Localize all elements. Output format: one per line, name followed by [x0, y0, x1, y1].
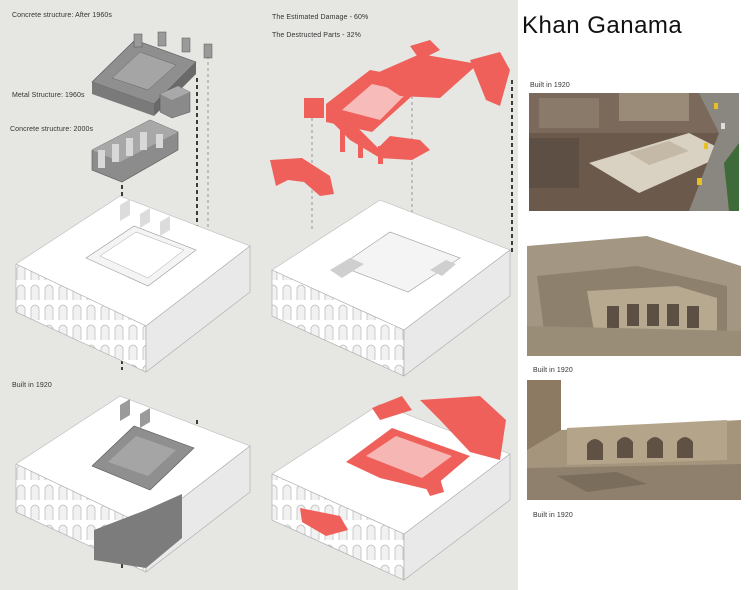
label-estimated-damage: The Estimated Damage - 60%: [272, 14, 369, 21]
photo-ruins-exterior: [527, 236, 741, 356]
label-concrete-after-1960s: Concrete structure: After 1960s: [12, 12, 112, 19]
metal-structure-1960s: [159, 85, 191, 119]
photo-caption-2: Built in 1920: [533, 367, 573, 374]
label-destructed-parts: The Destructed Parts - 32%: [272, 32, 361, 39]
label-metal-1960s: Metal Structure: 1960s: [12, 92, 85, 99]
building-model-top-right-damaged: [271, 199, 511, 377]
photo-caption-3: Built in 1920: [533, 512, 573, 519]
building-model-top-left: [15, 195, 251, 373]
axonometric-drawings: [15, 31, 513, 581]
destructed-parts-exploded: [270, 40, 510, 196]
page-title: Khan Ganama: [522, 12, 683, 39]
photo-aerial-khan: [529, 93, 739, 211]
building-model-bottom-left: [15, 395, 251, 573]
concrete-structure-after-1960s: [91, 31, 213, 116]
concrete-structure-2000s: [91, 119, 179, 183]
label-concrete-2000s: Concrete structure: 2000s: [10, 126, 94, 133]
diagram-board: Concrete structure: After 1960s Metal St…: [0, 0, 518, 590]
building-model-bottom-right-damage: [271, 396, 511, 581]
photo-ruins-courtyard: [527, 380, 741, 500]
label-built-in: Built in 1920: [12, 382, 52, 389]
photo-caption-1: Built in 1920: [530, 82, 570, 89]
